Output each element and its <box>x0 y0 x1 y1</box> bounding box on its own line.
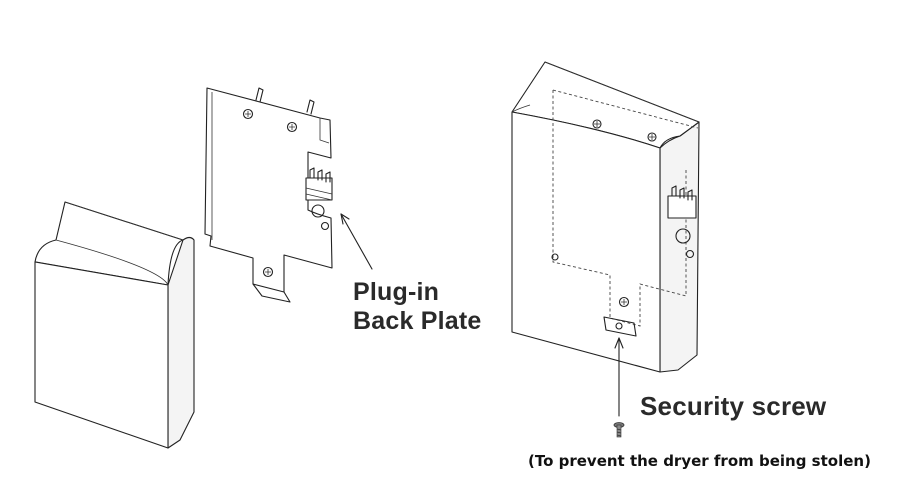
back-plate-label-line2: Back Plate <box>353 307 482 335</box>
back-plate <box>204 87 333 303</box>
back-plate-arrowhead <box>340 213 350 225</box>
security-screw-icon <box>613 422 625 438</box>
back-plate-leader <box>340 213 373 270</box>
dryer-cover <box>34 201 195 449</box>
security-screw-label: Security screw <box>640 391 827 421</box>
security-screw-arrowhead <box>614 337 624 349</box>
assembled-dryer <box>511 61 700 373</box>
back-plate-label-line1: Plug-in <box>353 278 440 306</box>
security-note: (To prevent the dryer from being stolen) <box>528 452 871 470</box>
